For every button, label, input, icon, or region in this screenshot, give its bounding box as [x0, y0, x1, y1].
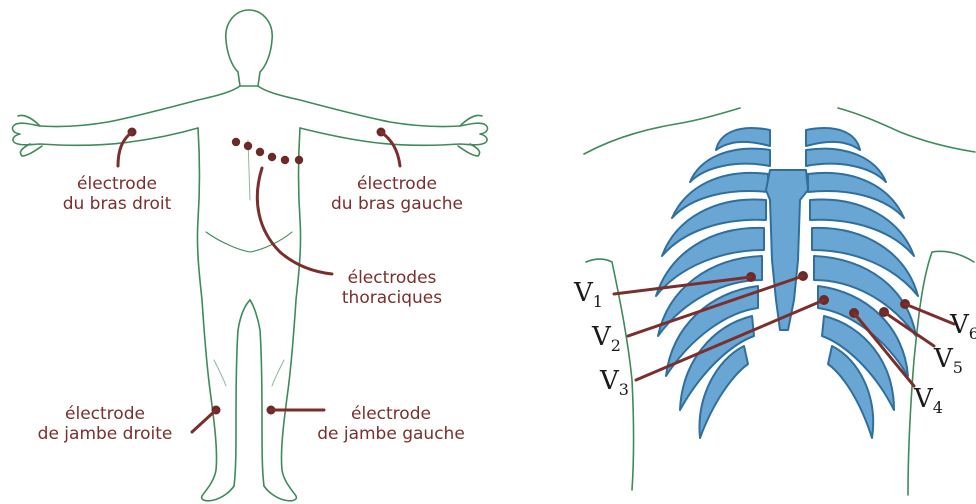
left-arm-label-line1: électrode: [318, 174, 476, 194]
right-leg-label-line1: électrode: [30, 404, 180, 424]
right-arm-label-line1: électrode: [52, 174, 182, 194]
left-arm-label: électrode du bras gauche: [318, 174, 476, 214]
chest-electrode-6: [295, 156, 303, 164]
chest-label-line2: thoraciques: [332, 288, 452, 308]
left-arm-label-line2: du bras gauche: [318, 194, 476, 214]
lead-v6-index: 6: [969, 324, 976, 343]
lead-v5-index: 5: [953, 358, 963, 377]
lead-v5-label: V5: [934, 346, 963, 381]
lead-v3-label: V3: [600, 368, 629, 403]
right-arm-label-line2: du bras droit: [52, 194, 182, 214]
lead-v5-letter: V: [934, 344, 953, 374]
right-leg-label: électrode de jambe droite: [30, 404, 180, 444]
left-leg-label: électrode de jambe gauche: [300, 404, 482, 444]
chest-electrode-3: [256, 148, 264, 156]
lead-v1-index: 1: [593, 292, 603, 311]
chest-label-line1: électrodes: [332, 268, 452, 288]
left-leg-label-line2: de jambe gauche: [300, 424, 482, 444]
chest-label: électrodes thoraciques: [332, 268, 452, 308]
chest-electrode-5: [281, 156, 289, 164]
lead-v2-letter: V: [592, 322, 611, 352]
lead-v4-label: V4: [914, 386, 943, 421]
lead-v6-label: V6: [950, 312, 976, 347]
chest-electrode-1: [232, 138, 240, 146]
lead-v6-letter: V: [950, 310, 969, 340]
lead-v4-index: 4: [933, 398, 943, 417]
chest-electrode-4: [268, 153, 276, 161]
right-arm-label: électrode du bras droit: [52, 174, 182, 214]
lead-v2-index: 2: [611, 336, 621, 355]
lead-v1-letter: V: [574, 278, 593, 308]
lead-v4-letter: V: [914, 384, 933, 414]
lead-v2-label: V2: [592, 324, 621, 359]
right-leg-label-line2: de jambe droite: [30, 424, 180, 444]
lead-v3-letter: V: [600, 366, 619, 396]
lead-v3-index: 3: [619, 380, 629, 399]
chest-electrode-2: [244, 142, 252, 150]
left-leg-label-line1: électrode: [300, 404, 482, 424]
lead-v1-label: V1: [574, 280, 603, 315]
